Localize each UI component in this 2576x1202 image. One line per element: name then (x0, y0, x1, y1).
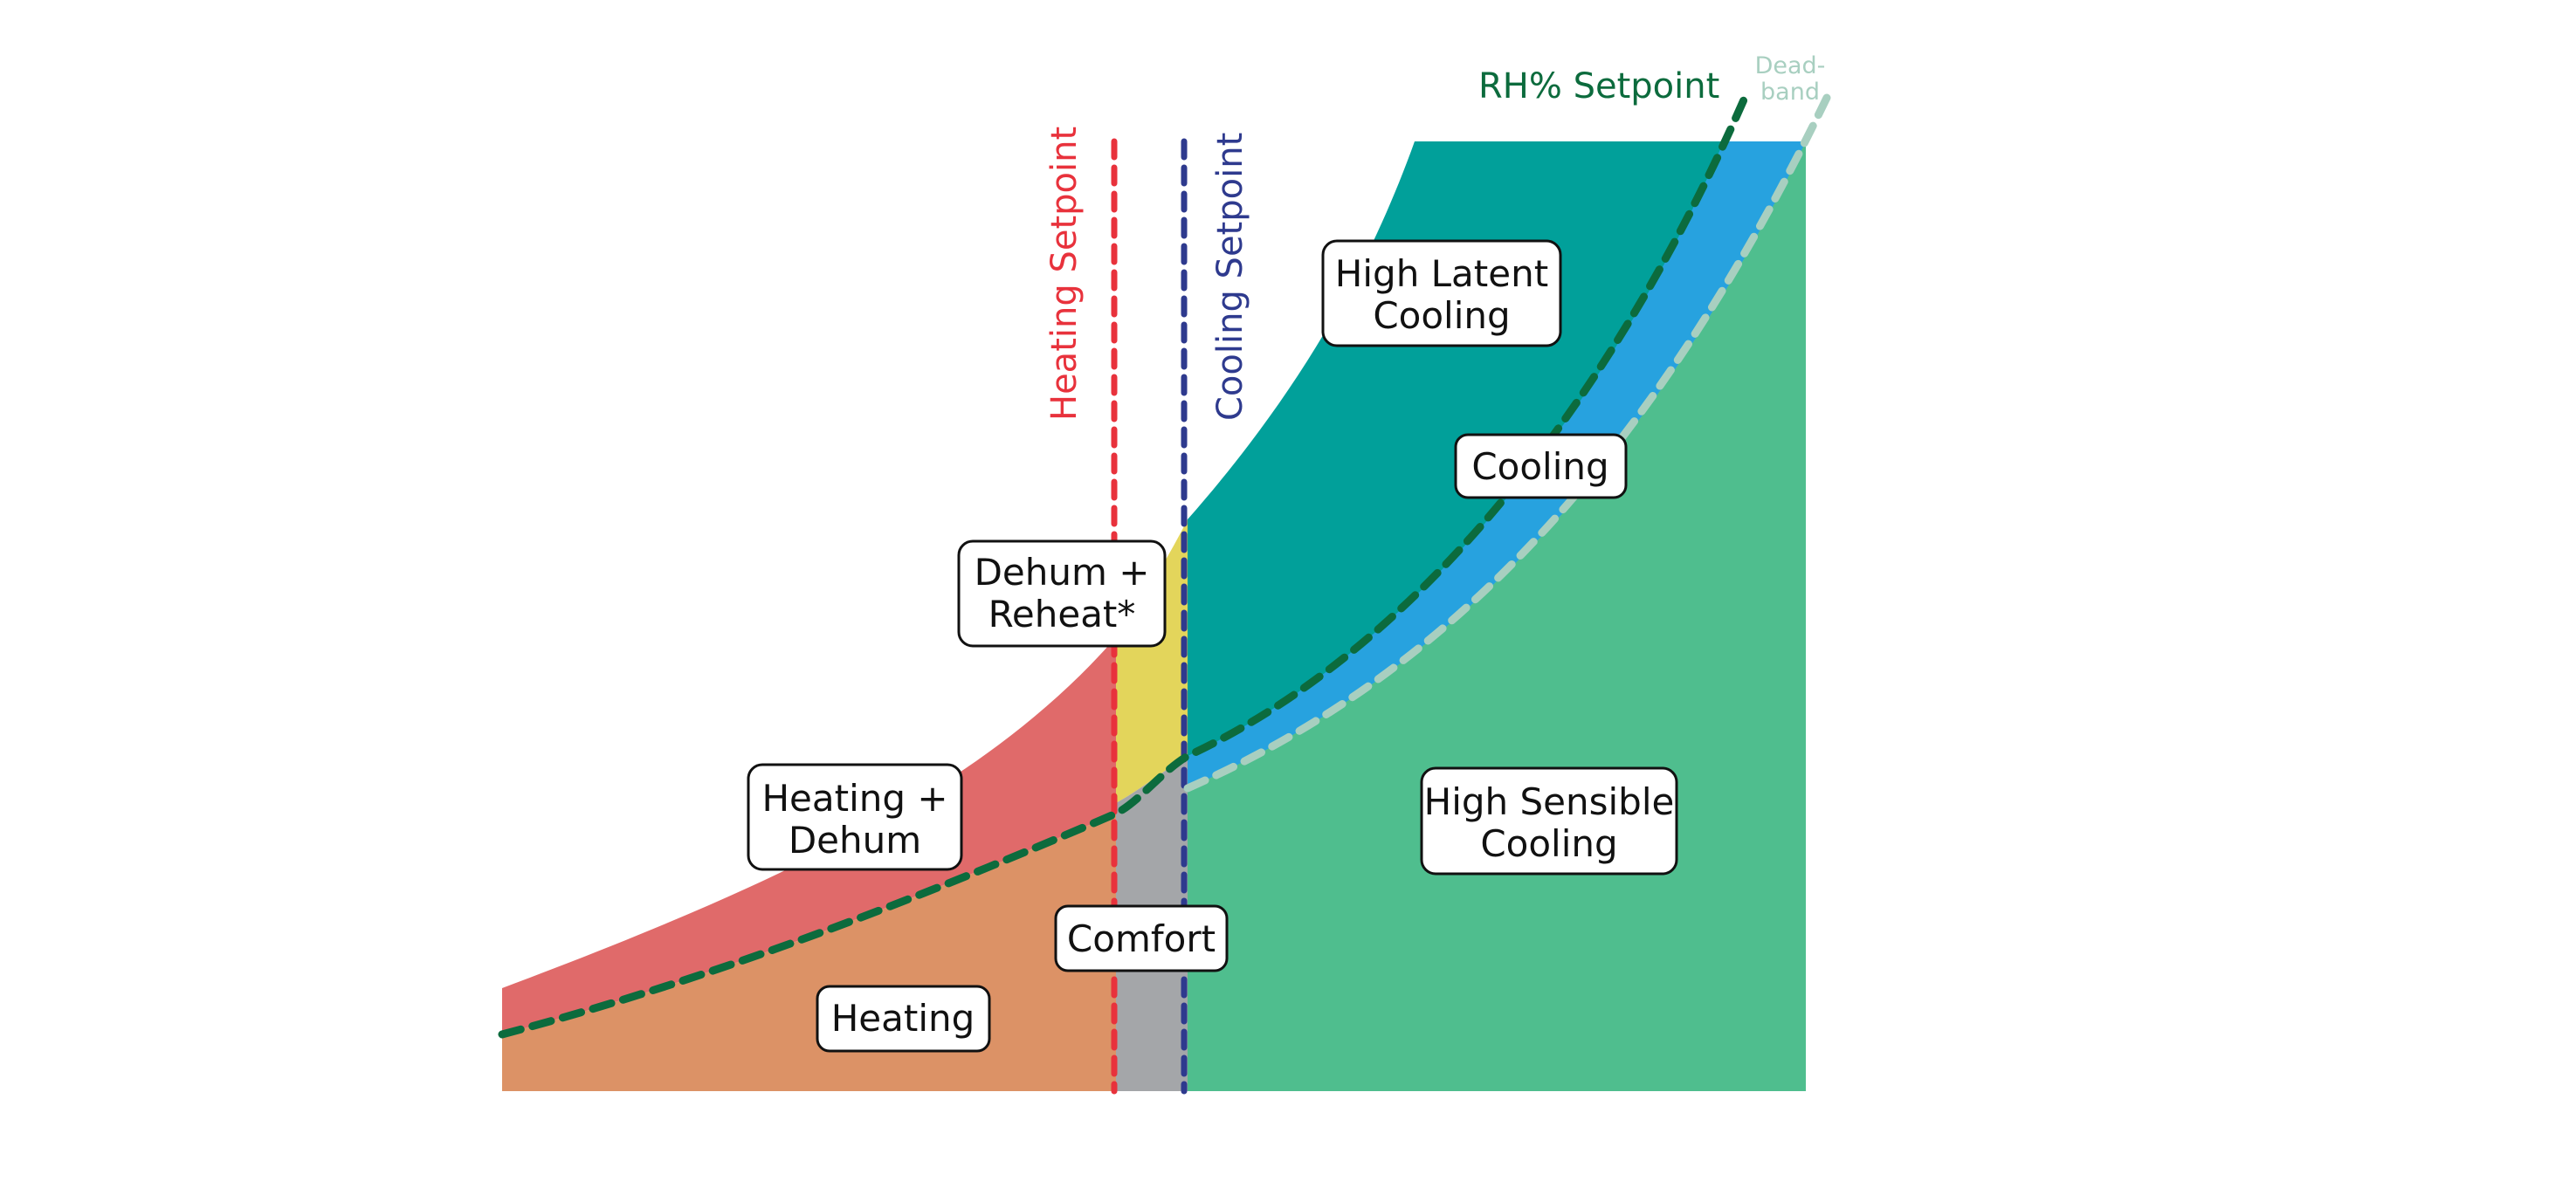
svg-text:Dehum +: Dehum + (975, 551, 1150, 594)
label-high-sensible-cooling: High Sensible Cooling (1420, 766, 1678, 876)
svg-text:High Sensible: High Sensible (1424, 780, 1675, 823)
svg-text:Comfort: Comfort (1067, 917, 1216, 960)
svg-text:High Latent: High Latent (1335, 252, 1548, 295)
label-comfort: Comfort (1054, 904, 1229, 972)
deadband-label-line2: band (1760, 79, 1820, 106)
zone-cooling (1188, 141, 1806, 788)
cooling-setpoint-label: Cooling Setpoint (1210, 133, 1250, 421)
label-dehum-reheat: Dehum + Reheat* (957, 539, 1167, 648)
rh-setpoint-label: RH% Setpoint (1478, 66, 1719, 106)
svg-text:Heating +: Heating + (761, 777, 947, 820)
deadband-curve (1183, 93, 1831, 793)
zone-dehum-reheat (1116, 519, 1188, 803)
svg-text:Cooling: Cooling (1373, 294, 1510, 337)
svg-text:Cooling: Cooling (1480, 822, 1617, 865)
heating-setpoint-label: Heating Setpoint (1044, 127, 1085, 421)
svg-text:Cooling: Cooling (1471, 445, 1608, 488)
label-heating: Heating (816, 985, 991, 1053)
zone-heating-dehum (502, 637, 1116, 1034)
svg-text:Heating: Heating (831, 997, 975, 1040)
svg-text:Dehum: Dehum (789, 819, 921, 862)
rh-setpoint-curve (498, 93, 1749, 1039)
label-cooling: Cooling (1454, 433, 1628, 499)
svg-text:Reheat*: Reheat* (988, 593, 1136, 635)
deadband-label-line1: Dead- (1755, 52, 1826, 79)
label-heating-dehum: Heating + Dehum (747, 763, 963, 871)
label-high-latent-cooling: High Latent Cooling (1321, 239, 1562, 347)
